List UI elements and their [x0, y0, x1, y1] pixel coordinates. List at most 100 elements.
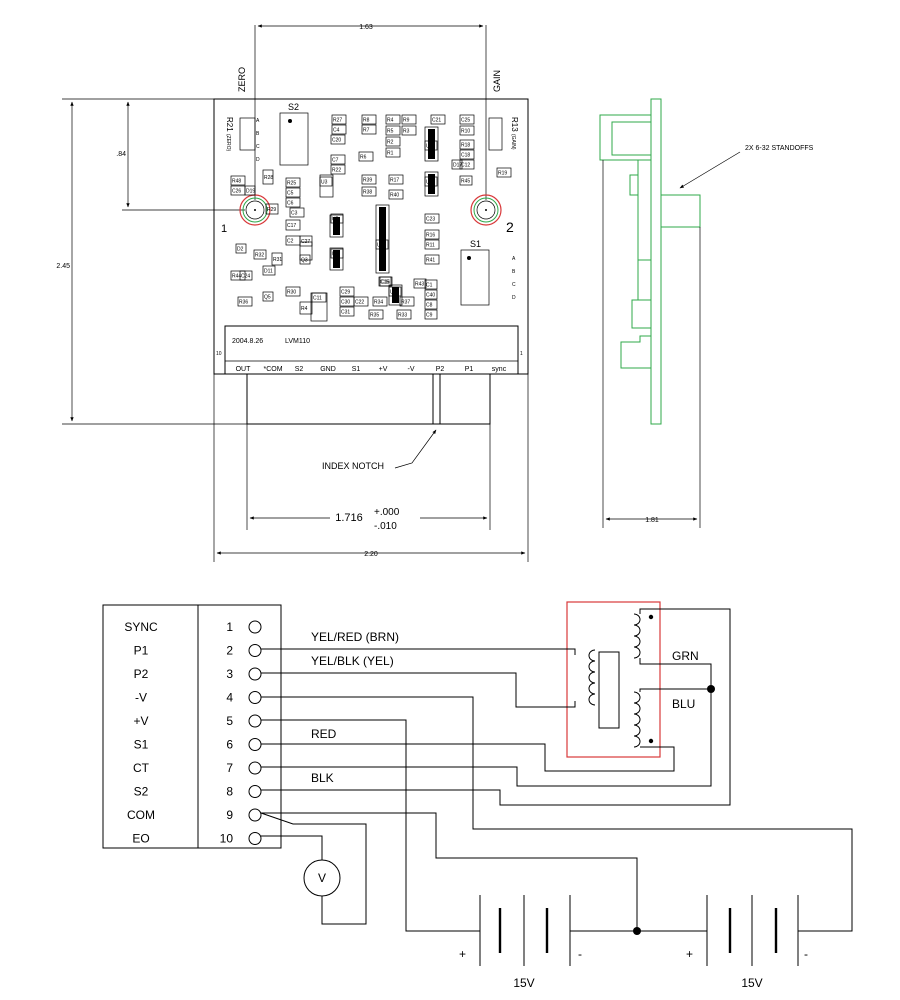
component-outline: [235, 243, 247, 254]
component-label: R33: [398, 313, 407, 319]
s1-label: S1: [470, 239, 481, 249]
component-label: C40: [426, 293, 435, 299]
primary-coil: [588, 649, 596, 706]
terminal-circle: [248, 667, 262, 681]
component-label: R17: [390, 178, 399, 184]
component-outline: [388, 174, 404, 185]
battery-2-minus: -: [804, 947, 808, 961]
component-label: R10: [461, 129, 470, 135]
component-label: D11: [264, 269, 273, 275]
component-outline: [330, 134, 346, 145]
component-label: C22: [355, 300, 364, 306]
component-label: R16: [426, 233, 435, 239]
pin-label: S2: [295, 366, 304, 373]
component-label: R25: [287, 181, 296, 187]
pin-label: P2: [436, 366, 445, 373]
component-label: C7: [332, 158, 339, 164]
component-outline: [385, 136, 401, 147]
mark-1: 1: [221, 223, 227, 235]
component-outline: [385, 125, 401, 136]
component-outline: [368, 309, 384, 320]
component-outline: [361, 114, 377, 125]
component-label: R41: [426, 258, 435, 264]
component-outline: [285, 286, 301, 297]
component-label: U3: [321, 180, 328, 186]
side-view: 1.81 2X 6-32 STANDOFFS: [599, 98, 814, 528]
component-outline: [237, 296, 253, 307]
abcd-left-b: B: [256, 131, 260, 137]
component-label: C27: [301, 239, 310, 245]
terminal-label: CT: [133, 761, 150, 775]
pot-r13: [488, 117, 503, 151]
component-label: R11: [426, 243, 435, 249]
component-label: C24: [241, 274, 250, 280]
component-outline: [299, 254, 311, 265]
component-outline: [430, 114, 446, 125]
terminal-circle: [248, 644, 262, 657]
lvdt-housing: [566, 601, 661, 758]
component-label: R39: [363, 178, 372, 184]
component-label: R2: [387, 140, 394, 146]
top-view: 1.63 .84 2.45 1.716 +.000 -.010 2.20 ZER…: [56, 24, 529, 562]
component-outline: [413, 278, 427, 289]
component-outline: [424, 254, 440, 265]
component-label: R18: [461, 143, 470, 149]
component-label: R1: [387, 151, 394, 157]
component-outline: [358, 151, 374, 162]
dim-tol-minus: -.010: [374, 521, 397, 532]
component-outline: [244, 185, 256, 196]
index-notch-slot: [432, 374, 441, 424]
voltmeter: [303, 859, 341, 897]
component-outline: [424, 289, 438, 300]
component-outline: [385, 147, 401, 158]
battery-1-label: 15V: [513, 976, 534, 990]
terminal-number: 1: [226, 620, 233, 634]
component-outline: [459, 114, 475, 125]
dim-bottom-total: 2.20: [364, 551, 378, 558]
component-label: U2: [426, 180, 433, 186]
component-label: R5: [387, 129, 394, 135]
component-outline: [379, 276, 393, 287]
switch-s1: [460, 249, 490, 306]
component-outline: [330, 154, 346, 165]
battery-1-plus: +: [459, 947, 466, 961]
component-outline: [339, 286, 355, 297]
component-label: C21: [432, 118, 441, 124]
terminal-number: 2: [226, 644, 233, 658]
side-board: [650, 98, 662, 425]
component-outline: [361, 174, 377, 185]
connector-block: [224, 325, 519, 375]
component-outline: [459, 149, 475, 160]
component-outline: [424, 239, 440, 250]
component-label: C31: [341, 310, 350, 316]
terminal-label: SYNC: [124, 620, 158, 634]
component-label: C9: [426, 313, 433, 319]
edge-right-num: 1: [520, 351, 523, 357]
component-outline: [230, 270, 246, 281]
connector-shroud: [246, 374, 491, 425]
component-outline: [230, 175, 246, 186]
terminal-number: 8: [226, 785, 233, 799]
component-label: C18: [461, 153, 470, 159]
pin-label: -V: [408, 366, 415, 373]
component-outline: [424, 299, 438, 310]
terminal-row: SYNC 1: [124, 620, 262, 634]
component-label: R36: [239, 300, 248, 306]
component-outline: [361, 124, 377, 135]
component-label: Q5: [264, 295, 271, 301]
r21-label: R21: [225, 117, 234, 132]
component-label: R8: [363, 118, 370, 124]
terminal-number: 9: [226, 808, 233, 822]
component-outline: [339, 306, 355, 317]
terminal-circle: [248, 714, 262, 728]
s2-label: S2: [288, 102, 299, 112]
component-label: R37: [401, 300, 410, 306]
component-label: R43: [415, 282, 424, 288]
edge-left-num: 10: [216, 351, 222, 357]
